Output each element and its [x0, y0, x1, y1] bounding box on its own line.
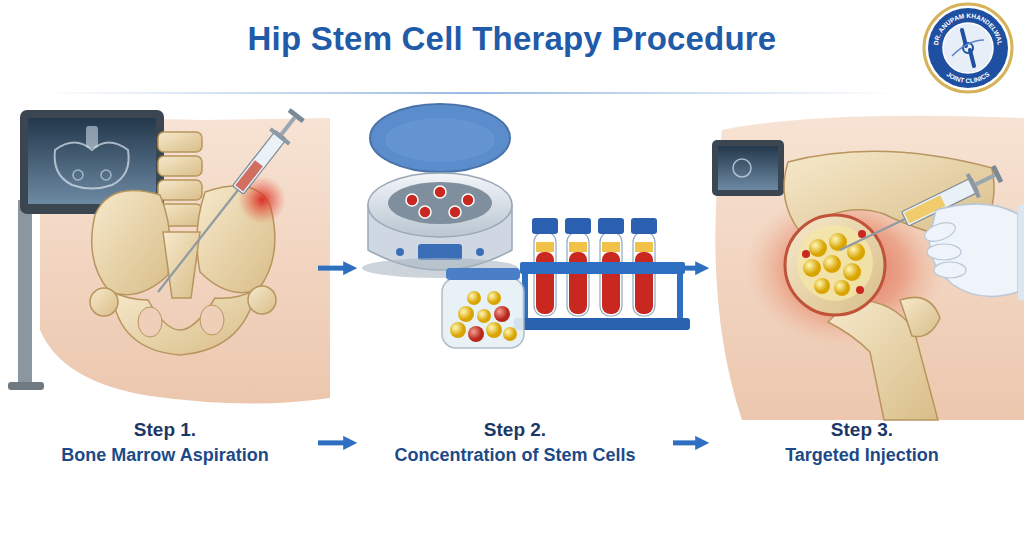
step-arrow — [318, 440, 346, 445]
aspiration-illustration — [8, 106, 330, 403]
logo-text: JOINT CLINICS — [945, 70, 991, 84]
step-arrow — [673, 266, 698, 271]
step-panel: Step 2.Concentration of Stem Cells — [360, 105, 670, 480]
title-rule — [40, 92, 900, 94]
step-panel: Step 3.Targeted Injection — [712, 105, 1012, 480]
centrifuge-illustration — [362, 104, 690, 348]
step-arrow — [318, 266, 346, 271]
logo-text: DR. ANUPAM KHANDELWAL — [932, 12, 1004, 46]
step-number: Step 1. — [134, 417, 196, 443]
logo-text-path: DR. ANUPAM KHANDELWAL — [932, 12, 1004, 46]
step-number: Step 2. — [484, 417, 546, 443]
diagram-title: Hip Stem Cell Therapy Procedure — [0, 20, 1024, 58]
step-arrow — [673, 440, 698, 445]
clinic-logo: DR. ANUPAM KHANDELWAL JOINT CLINICS — [924, 4, 1012, 92]
step-label: Targeted Injection — [785, 443, 939, 467]
step-panel: Step 1.Bone Marrow Aspiration — [15, 105, 315, 480]
step-label: Bone Marrow Aspiration — [61, 443, 268, 467]
logo-text-path: JOINT CLINICS — [945, 70, 991, 84]
step-number: Step 3. — [831, 417, 893, 443]
injection-illustration — [712, 116, 1024, 420]
step-label: Concentration of Stem Cells — [394, 443, 635, 467]
